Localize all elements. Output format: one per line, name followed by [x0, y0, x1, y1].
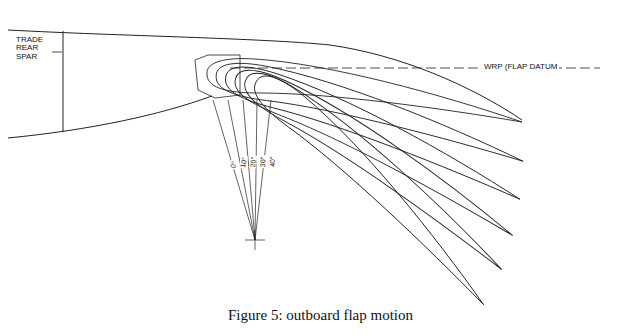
- pivot-rays: [213, 100, 271, 250]
- lower-surface: [8, 96, 212, 138]
- angle-label: 10°: [239, 156, 248, 170]
- angle-label: 0°: [229, 160, 238, 170]
- angle-label: 40°: [269, 155, 277, 168]
- part-label: TRADE REAR SPAR: [16, 36, 50, 61]
- rear-spar: [63, 31, 64, 132]
- figure-caption: Figure 5: outboard flap motion: [228, 308, 413, 324]
- angle-label: 20°: [249, 155, 257, 168]
- flap-positions: [207, 59, 536, 305]
- leader-line: [52, 52, 62, 53]
- datum-label: WRP (FLAP DATUM: [482, 63, 559, 71]
- angle-label: 30°: [259, 155, 267, 168]
